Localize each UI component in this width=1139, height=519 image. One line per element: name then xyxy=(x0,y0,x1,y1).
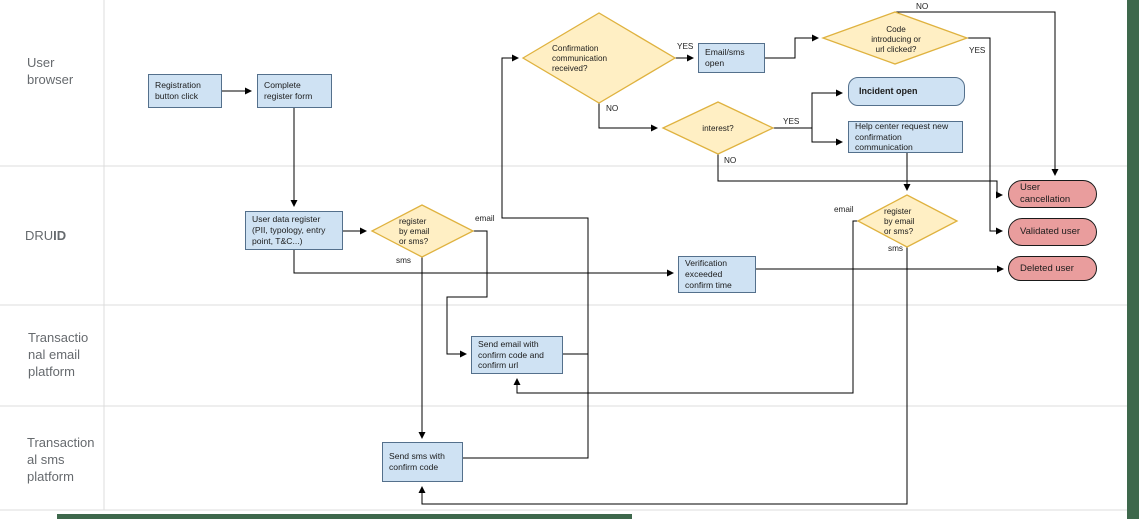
decision-label-code-clicked: Code introducing or url clicked? xyxy=(871,25,921,54)
window-border-right xyxy=(1127,0,1139,519)
node-label: Verification exceeded confirm time xyxy=(685,258,732,290)
node-label: Registration button click xyxy=(155,80,201,101)
edge-label-yes-code: YES xyxy=(969,46,986,55)
edge-userdata-to-verification xyxy=(293,250,674,277)
node-label: Validated user xyxy=(1020,226,1081,238)
edge-label-no-code: NO xyxy=(916,2,929,11)
node-complete-register-form[interactable]: Complete register form xyxy=(257,74,332,108)
node-label: Complete register form xyxy=(264,80,313,101)
node-label: User cancellation xyxy=(1020,182,1071,205)
node-help-center-request[interactable]: Help center request new confirmation com… xyxy=(848,121,963,153)
lane-label-druid: DRUID xyxy=(25,228,66,245)
window-border-bottom xyxy=(57,514,632,519)
node-incident-open[interactable]: Incident open xyxy=(848,77,965,106)
node-user-data-register[interactable]: User data register (PII, typology, entry… xyxy=(245,211,343,250)
node-user-cancellation[interactable]: User cancellation xyxy=(1008,180,1097,208)
edge-label-no-interest: NO xyxy=(724,156,737,165)
node-send-sms-confirm[interactable]: Send sms with confirm code xyxy=(382,442,463,482)
edge-label-email-register1: email xyxy=(475,214,495,223)
lane-grid xyxy=(0,0,1127,511)
node-label: Deleted user xyxy=(1020,262,1074,274)
edge-label-sms-register2: sms xyxy=(888,244,904,253)
decision-label-register-1: register by email or sms? xyxy=(399,217,430,246)
node-label: Incident open xyxy=(859,85,918,96)
decision-label-register-2: register by email or sms? xyxy=(884,207,915,236)
node-deleted-user[interactable]: Deleted user xyxy=(1008,256,1097,281)
lane-label-sms-platform: Transaction al sms platform xyxy=(27,435,95,484)
node-label: Send email with confirm code and confirm… xyxy=(478,338,544,371)
decision-interest[interactable] xyxy=(661,101,775,155)
edge-interest-yes-to-incident xyxy=(773,89,843,129)
edge-codeclicked-no-to-cancellation xyxy=(896,11,1059,176)
node-verification-exceeded[interactable]: Verification exceeded confirm time xyxy=(678,256,756,293)
lane-label-email-platform: Transactio nal email platform xyxy=(28,330,89,379)
edge-register1-email-to-sendemail xyxy=(446,230,488,358)
node-validated-user[interactable]: Validated user xyxy=(1008,218,1097,246)
flow-connectors xyxy=(222,11,1059,505)
edge-label-yes-confirmation: YES xyxy=(677,42,694,51)
decision-shapes xyxy=(370,11,969,258)
node-label: User data register (PII, typology, entry… xyxy=(252,214,326,246)
edge-send-to-confirmation xyxy=(463,54,589,459)
decision-code-clicked[interactable] xyxy=(821,11,969,65)
decision-label-confirmation: Confirmation communication received? xyxy=(552,44,608,73)
lane-label-druid-suffix: ID xyxy=(53,228,67,243)
edge-open-to-codeclicked xyxy=(765,34,819,59)
edge-codeclicked-yes-to-validated xyxy=(967,37,1003,235)
edge-label-no-confirmation: NO xyxy=(606,104,619,113)
edge-interest-yes-to-helpcenter xyxy=(811,128,843,146)
node-label: Email/sms open xyxy=(705,47,745,68)
edge-register2-email-to-sendemail xyxy=(513,220,858,394)
decision-label-interest: interest? xyxy=(702,124,734,133)
node-label: Send sms with confirm code xyxy=(389,451,445,472)
lane-label-user-browser: User browser xyxy=(27,55,74,87)
edge-label-email-register2: email xyxy=(834,205,854,214)
decision-register-by-2[interactable] xyxy=(856,194,959,248)
lane-label-druid-prefix: DRU xyxy=(25,228,54,243)
edge-label-yes-interest: YES xyxy=(783,117,800,126)
edge-interest-no-to-cancellation xyxy=(717,154,1003,199)
decision-register-by-1[interactable] xyxy=(370,204,475,258)
node-send-email-confirm[interactable]: Send email with confirm code and confirm… xyxy=(471,336,563,374)
edge-register2-sms-to-sendsms xyxy=(418,247,908,505)
node-email-sms-open[interactable]: Email/sms open xyxy=(698,43,765,73)
node-registration-button-click[interactable]: Registration button click xyxy=(148,74,222,108)
decision-confirmation-received[interactable] xyxy=(521,12,677,104)
edge-confirmation-no-to-interest xyxy=(598,103,658,132)
edge-label-sms-register1: sms xyxy=(396,256,412,265)
node-label: Help center request new confirmation com… xyxy=(855,120,949,153)
